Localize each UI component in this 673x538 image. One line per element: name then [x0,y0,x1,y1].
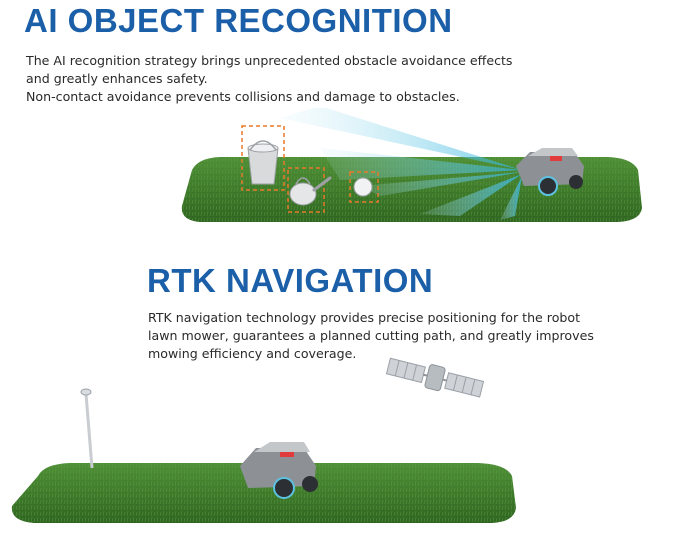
ai-recognition-title: AI OBJECT RECOGNITION [24,2,453,39]
rtk-navigation-title: RTK NAVIGATION [147,262,434,299]
ball-icon [349,171,379,203]
rtk-navigation-description: RTK navigation technology provides preci… [148,309,594,363]
gnss-antenna-icon [80,388,94,469]
robot-mower-icon [516,148,584,196]
ai-description-line: and greatly enhances safety. [26,71,208,86]
robot-mower-icon [240,442,318,499]
rtk-description-line: mowing efficiency and coverage. [148,346,357,361]
satellite-icon [385,357,485,398]
bucket-icon [241,125,285,191]
ai-description-line: The AI recognition strategy brings unpre… [26,53,513,68]
vision-beam [280,108,522,220]
ai-recognition-illustration [181,108,642,222]
watering-can-icon [287,167,332,213]
rtk-navigation-illustration [11,388,516,523]
rtk-description-line: RTK navigation technology provides preci… [148,310,581,325]
ai-description-line: Non-contact avoidance prevents collision… [26,89,460,104]
lawn-patch [11,463,516,523]
rtk-description-line: lawn mower, guarantees a planned cutting… [148,328,594,343]
ai-recognition-description: The AI recognition strategy brings unpre… [26,52,513,106]
